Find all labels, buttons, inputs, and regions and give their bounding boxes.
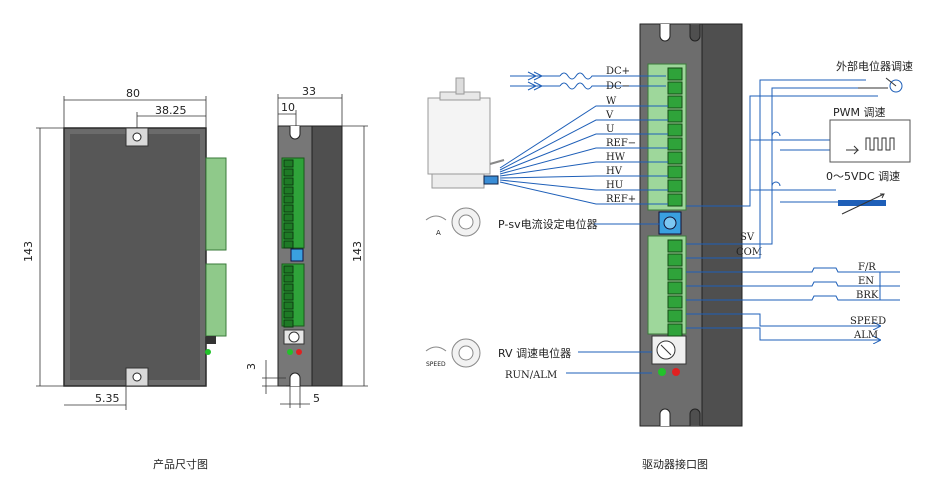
external-pot-icon bbox=[858, 77, 903, 93]
side-terminal-cell bbox=[283, 231, 294, 240]
side-terminal-cell bbox=[283, 204, 294, 213]
dim-offset: 38.25 bbox=[155, 104, 187, 117]
motor-wire bbox=[499, 181, 668, 205]
psv-knob-label: A bbox=[436, 229, 441, 237]
side-terminal-cell bbox=[283, 283, 294, 292]
driver-terminal-7 bbox=[667, 151, 683, 165]
run-led bbox=[658, 368, 666, 376]
front-dimensions bbox=[36, 96, 207, 410]
driver-terminal-5 bbox=[667, 123, 683, 137]
driver-terminal-1 bbox=[667, 67, 683, 81]
driver-terminal-3 bbox=[667, 95, 683, 109]
driver-io-terminal-1 bbox=[667, 239, 683, 253]
motor-wire bbox=[499, 175, 668, 179]
front-view bbox=[63, 127, 227, 387]
dim-width-total: 80 bbox=[126, 87, 140, 100]
pwm-label: PWM 调速 bbox=[833, 106, 886, 119]
motor-terminal-label: HU bbox=[606, 180, 623, 191]
motor-wires bbox=[499, 105, 668, 205]
output-label-speed: SPEED bbox=[850, 316, 886, 327]
motor-wire bbox=[499, 179, 668, 191]
run-alm-label: RUN/ALM bbox=[505, 370, 557, 381]
side-terminal-cell bbox=[283, 159, 294, 168]
psv-pot-icon bbox=[425, 207, 481, 237]
driver-io-terminal-6 bbox=[667, 309, 683, 323]
side-terminal-cell bbox=[283, 310, 294, 319]
rv-pot-icon bbox=[425, 338, 481, 368]
front-terminal-upper bbox=[205, 157, 227, 251]
side-terminal-cell bbox=[283, 222, 294, 231]
motor-terminal-labels: WVU REF− HW HV HU REF+ bbox=[605, 96, 636, 205]
driver-terminal-9 bbox=[667, 179, 683, 193]
input-label-en: EN bbox=[858, 276, 874, 287]
dim-depth-total: 33 bbox=[302, 85, 316, 98]
side-terminal-cell bbox=[283, 292, 294, 301]
motor-wire bbox=[499, 119, 668, 171]
side-terminal-cell bbox=[283, 319, 294, 328]
output-label-alm: ALM bbox=[853, 330, 878, 341]
side-terminal-cell bbox=[283, 195, 294, 204]
driver-io-terminal-2 bbox=[667, 253, 683, 267]
dim-slot-h: 3 bbox=[245, 363, 258, 370]
sv-label: SV bbox=[740, 232, 755, 243]
motor-terminal-label: HV bbox=[606, 166, 623, 177]
rv-knob-label: SPEED bbox=[426, 361, 446, 368]
input-label-fr: F/R bbox=[858, 262, 876, 273]
alarm-led bbox=[672, 368, 680, 376]
power-input bbox=[510, 71, 666, 91]
terminal-label-dc-minus: DC− bbox=[606, 81, 630, 92]
driver-terminal-8 bbox=[667, 165, 683, 179]
driver-terminal-6 bbox=[667, 137, 683, 151]
side-terminal-cell bbox=[283, 186, 294, 195]
motor-wire bbox=[499, 147, 668, 175]
side-dimensions bbox=[262, 94, 368, 408]
side-terminal-cell bbox=[283, 265, 294, 274]
dim-depth-partial: 10 bbox=[281, 101, 295, 114]
motor-terminal-label: REF− bbox=[606, 138, 636, 149]
motor-wire bbox=[499, 161, 668, 177]
side-terminal-cell bbox=[283, 177, 294, 186]
front-terminal-lower bbox=[205, 263, 227, 337]
psv-pot-label: P-sv电流设定电位器 bbox=[498, 217, 598, 231]
driver-io-terminal-3 bbox=[667, 267, 683, 281]
motor-wire bbox=[499, 105, 668, 169]
side-terminal-cell bbox=[283, 240, 294, 249]
voltage-label: 0～5VDC 调速 bbox=[826, 170, 900, 183]
input-label-brk: BRK bbox=[856, 290, 879, 301]
driver-terminal-2 bbox=[667, 81, 683, 95]
rv-pot-label: RV 调速电位器 bbox=[498, 346, 571, 360]
motor-wire bbox=[499, 133, 668, 173]
motor-terminal-label: V bbox=[605, 110, 614, 121]
driver-io-terminal-5 bbox=[667, 295, 683, 309]
com-label: COM bbox=[736, 247, 762, 258]
side-terminal-cell bbox=[283, 274, 294, 283]
terminal-label-dc-plus: DC+ bbox=[606, 66, 630, 77]
driver-terminal-10 bbox=[667, 193, 683, 207]
dim-height-right: 143 bbox=[351, 241, 364, 262]
pwm-source-icon bbox=[829, 119, 911, 163]
motor-terminal-label: W bbox=[606, 96, 617, 107]
dim-slot-w: 5 bbox=[313, 392, 320, 405]
side-terminal-cell bbox=[283, 301, 294, 310]
driver-terminal-rows bbox=[667, 67, 683, 337]
motor-icon bbox=[427, 77, 505, 189]
side-terminal-rows bbox=[283, 159, 294, 328]
driver-io-terminal-7 bbox=[667, 323, 683, 337]
motor-terminal-label: REF+ bbox=[606, 194, 636, 205]
driver-io-terminal-4 bbox=[667, 281, 683, 295]
driver-body bbox=[639, 23, 743, 427]
motor-terminal-label: HW bbox=[606, 152, 626, 163]
caption-driver-interface: 驱动器接口图 bbox=[642, 458, 708, 471]
dim-height-left: 143 bbox=[22, 241, 35, 262]
motor-terminal-label: U bbox=[606, 124, 614, 135]
dim-bottom-offset: 5.35 bbox=[95, 392, 120, 405]
side-terminal-cell bbox=[283, 168, 294, 177]
driver-terminal-4 bbox=[667, 109, 683, 123]
side-view bbox=[277, 125, 343, 387]
caption-product-dimensions: 产品尺寸图 bbox=[153, 457, 208, 471]
ext-pot-label: 外部电位器调速 bbox=[836, 59, 913, 73]
voltage-source-icon bbox=[838, 193, 886, 215]
side-terminal-cell bbox=[283, 213, 294, 222]
